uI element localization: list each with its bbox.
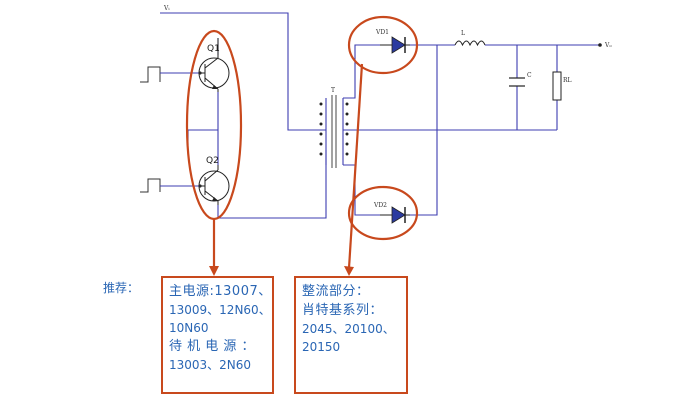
diode-vd1 (380, 36, 410, 54)
wire-vd2-out (410, 45, 438, 216)
right-box-line-4: 20150 (302, 340, 341, 354)
resistor-rl (552, 71, 562, 101)
wire-secondary-top (343, 44, 380, 99)
highlight-ellipse-switches (185, 29, 243, 221)
arrow-right-pointer (347, 63, 364, 269)
label-t: T (331, 87, 335, 94)
highlight-ellipse-vd1 (347, 15, 419, 75)
wire-gnd-stub (187, 129, 218, 145)
pulse-q1 (140, 66, 161, 83)
right-box-line-1: 整流部分： (302, 284, 370, 299)
label-vd2: VD2 (373, 202, 387, 209)
capacitor-c (509, 77, 525, 87)
highlight-ellipse-vd2 (347, 185, 419, 241)
label-q2: Q2 (206, 156, 219, 166)
transformer-core (331, 95, 337, 168)
left-box-line-1: 主电源:13007、 (169, 284, 272, 299)
left-box-line-4: 待 机 电 源 ： (169, 339, 256, 354)
left-box-line-3: 10N60 (169, 321, 209, 335)
wire-q2-emitter (217, 150, 327, 219)
label-vd1: VD1 (375, 29, 389, 36)
label-q1: Q1 (207, 44, 220, 54)
left-box-line-2: 13009、12N60、 (169, 303, 271, 317)
inductor-l (454, 40, 486, 47)
label-l: L (461, 30, 465, 37)
label-rl: RL (563, 77, 572, 84)
right-box-line-2: 肖特基系列： (302, 303, 384, 318)
switch-recommendation-box: 主电源:13007、 13009、12N60、 10N60 待 机 电 源 ： … (161, 276, 274, 394)
rectifier-recommendation-box: 整流部分： 肖特基系列： 2045、20100、 20150 (294, 276, 408, 394)
left-box-line-5: 13003、2N60 (169, 358, 252, 372)
diode-vd2 (380, 206, 410, 224)
label-vo: Vₒ (604, 42, 612, 49)
right-box-line-3: 2045、20100、 (302, 322, 395, 336)
recommend-label: 推荐： (103, 281, 140, 295)
wire-vi-rail (160, 12, 326, 131)
pulse-q2 (140, 178, 161, 193)
label-vi: Vᵢ (163, 5, 170, 12)
label-c: C (527, 72, 532, 79)
